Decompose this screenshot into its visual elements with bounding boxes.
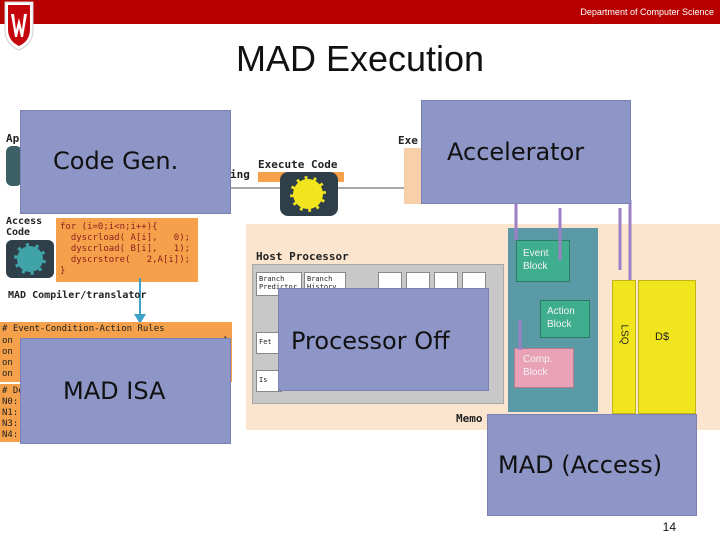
lsq-label: LSQ — [618, 324, 630, 345]
fetch-label: Fet — [259, 338, 272, 346]
defs-line: N3: — [2, 419, 19, 429]
mad-isa-label: MAD ISA — [63, 377, 166, 405]
code-gen-box: Code Gen. — [20, 110, 231, 214]
wires — [514, 200, 632, 350]
ing-fragment: ing — [230, 168, 250, 181]
accelerator-box: Accelerator — [421, 100, 631, 204]
rules-header: # Event-Condition-Action Rules — [2, 324, 165, 334]
access-gear-icon — [6, 240, 54, 278]
mad-access-label: MAD (Access) — [498, 451, 663, 479]
execute-code-label: Execute Code — [258, 158, 338, 171]
gear-icon — [6, 146, 22, 186]
defs-header: # De — [2, 386, 24, 396]
rule-line: on — [2, 347, 13, 357]
slide-title: MAD Execution — [235, 38, 485, 79]
access-code-line: dyscrload( A[i], 0); — [60, 233, 191, 243]
comp-block: Comp. Block — [514, 348, 574, 388]
action-block: Action Block — [540, 300, 590, 338]
issue-label: Is — [259, 376, 268, 384]
defs-line: N4: — [2, 430, 19, 440]
mad-isa-box: MAD ISA — [20, 338, 231, 444]
accelerator-label: Accelerator — [447, 138, 585, 166]
host-processor-label: Host Processor — [256, 250, 349, 263]
access-code-line: } — [60, 266, 66, 276]
access-code-block: for (i=0;i<n;i++){ dyscrload( A[i], 0); … — [56, 218, 198, 282]
branch-predictor-label: Branch Predictor — [259, 275, 297, 291]
access-code-line: dyscrstore( 2,A[i]); — [60, 255, 191, 265]
dcache-label: D$ — [655, 331, 670, 343]
defs-line: N1: — [2, 408, 19, 418]
rule-line: on — [2, 369, 13, 379]
processor-off-box: Processor Off — [278, 288, 489, 391]
defs-line: N0: — [2, 397, 19, 407]
access-code-line: for (i=0;i<n;i++){ — [60, 222, 158, 232]
mad-access-box: MAD (Access) — [487, 414, 697, 516]
rule-line: on — [2, 358, 13, 368]
memory-label: Memo — [456, 412, 483, 425]
page-number: 14 — [662, 520, 676, 534]
processor-off-label: Processor Off — [291, 327, 450, 355]
exec-fragment: Exe — [398, 134, 418, 147]
compile-arrow — [134, 278, 146, 324]
rule-line: on — [2, 336, 13, 346]
access-code-line: dyscrload( B[i], 1); — [60, 244, 191, 254]
code-gen-label: Code Gen. — [53, 147, 179, 175]
university-crest-icon — [4, 1, 34, 51]
access-code-label: Access Code — [6, 216, 43, 238]
lsq-block: LSQ — [612, 280, 636, 414]
dcache-block: D$ — [638, 280, 696, 414]
comp-block-label: Comp. Block — [523, 354, 553, 378]
execute-gear-icon — [280, 172, 338, 216]
mad-compiler-label: MAD Compiler/translator — [8, 290, 147, 301]
branch-history-label: Branch History — [307, 275, 337, 291]
action-block-label: Action Block — [547, 306, 575, 330]
header-bar: Department of Computer Science — [0, 0, 720, 24]
app-label: Ap — [6, 132, 20, 145]
event-block-label: Event Block — [523, 248, 549, 272]
department-name: Department of Computer Science — [580, 7, 714, 17]
